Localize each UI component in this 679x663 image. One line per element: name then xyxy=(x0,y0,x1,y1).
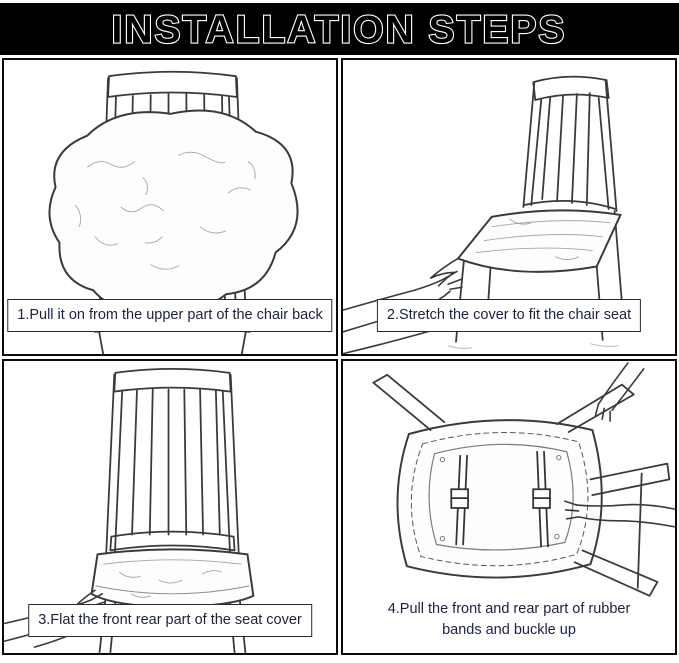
step-2-caption: 2.Stretch the cover to fit the chair sea… xyxy=(376,298,642,332)
steps-grid: 1.Pull it on from the upper part of the … xyxy=(0,58,679,657)
fabric-texture xyxy=(75,151,256,270)
installation-steps-page: { "title": "INSTALLATION STEPS", "steps"… xyxy=(0,3,679,663)
banner-title-art: INSTALLATION STEPS xyxy=(110,7,567,52)
stretch-lines xyxy=(475,218,611,260)
step-4-caption: 4.Pull the front and rear part of rubber… xyxy=(362,596,656,643)
step-3-caption: 3.Flat the front rear part of the seat c… xyxy=(28,603,312,637)
floor-shadow xyxy=(447,343,619,349)
step-1-panel: 1.Pull it on from the upper part of the … xyxy=(2,58,338,356)
seat-cover-sketch xyxy=(48,109,299,312)
step-1-caption: 1.Pull it on from the upper part of the … xyxy=(7,298,333,332)
hands-sketch xyxy=(563,362,675,528)
step-4-illustration xyxy=(372,362,675,597)
rubber-bands-and-buckles xyxy=(450,450,551,548)
page-title: INSTALLATION STEPS xyxy=(112,9,567,52)
step-3-panel: 3.Flat the front rear part of the seat c… xyxy=(2,359,338,655)
seat-cover-sketch xyxy=(73,548,255,609)
installation-steps-banner: INSTALLATION STEPS xyxy=(0,3,679,55)
step-4-panel: 4.Pull the front and rear part of rubber… xyxy=(341,359,677,655)
fabric-texture xyxy=(118,570,222,598)
flipped-chair-sketch xyxy=(372,373,671,597)
step-2-panel: 2.Stretch the cover to fit the chair sea… xyxy=(341,58,677,356)
step-1-illustration xyxy=(48,70,299,354)
seat-cover-sketch xyxy=(429,209,622,287)
